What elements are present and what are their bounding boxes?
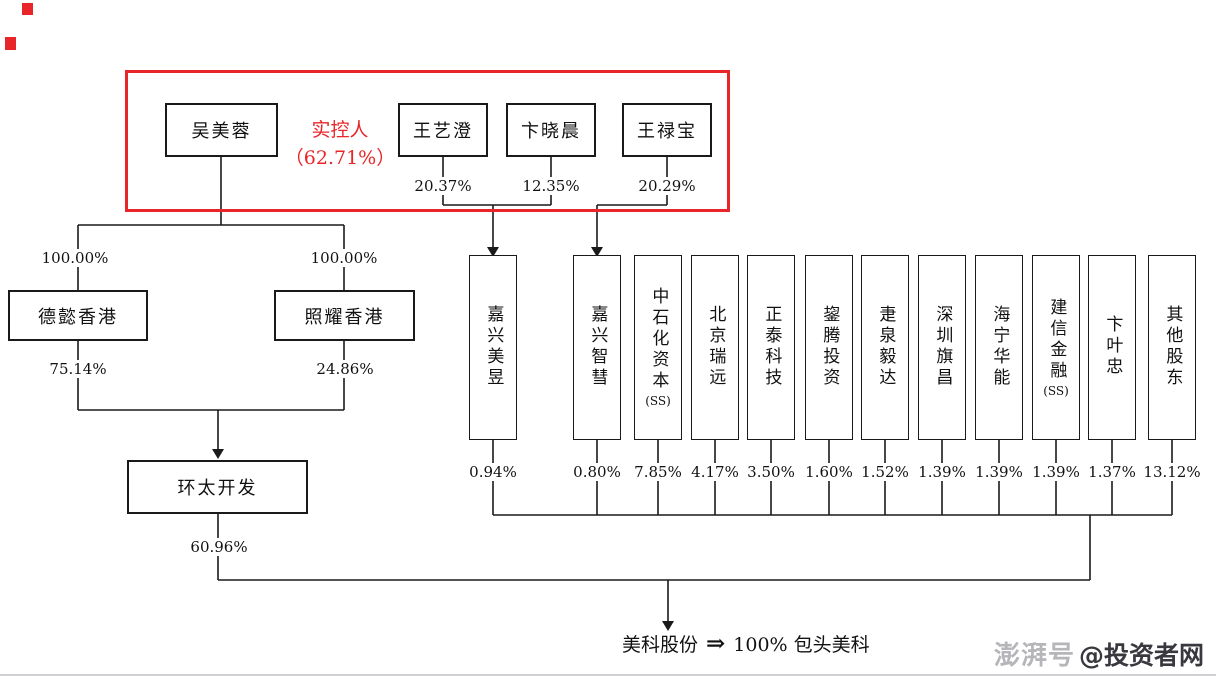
company-name: 环太开发 xyxy=(177,478,258,499)
person-box-wang-lubao: 王禄宝 xyxy=(622,103,712,157)
percent-wang-lubao: 20.29% xyxy=(634,177,700,195)
actual-controller-percent: （62.71%） xyxy=(284,146,396,169)
shareholder-column: 北京瑞远 4.17% xyxy=(689,255,741,481)
red-artifact xyxy=(5,37,16,50)
shareholder-percent: 3.50% xyxy=(745,463,797,481)
shareholder-box: 疌泉毅达 xyxy=(861,255,909,440)
person-box-wang-yicheng: 王艺澄 xyxy=(398,103,488,157)
bottom-result-label: 100% 包头美科 xyxy=(733,634,870,656)
shareholder-box: 建信金融 (SS) xyxy=(1032,255,1080,440)
shareholder-box: 嘉兴智彗 xyxy=(573,255,621,440)
percent-huantai-dev: 60.96% xyxy=(186,538,252,556)
shareholder-percent: 7.85% xyxy=(632,463,684,481)
actual-controller-label: 实控人 （62.71%） xyxy=(280,117,400,172)
shareholder-box: 嘉兴美昱 xyxy=(469,255,517,440)
page-bottom-rule xyxy=(0,674,1216,676)
percent-wu-to-zhaoyao: 100.00% xyxy=(306,249,382,267)
shareholder-suffix: (SS) xyxy=(1043,383,1069,398)
shareholder-column: 建信金融 (SS) 1.39% xyxy=(1030,255,1082,481)
company-name: 照耀香港 xyxy=(304,306,385,328)
shareholder-column: 中石化资本 (SS) 7.85% xyxy=(632,255,684,481)
bottom-result-row: 美科股份 ⇒ 100% 包头美科 xyxy=(622,630,870,657)
percent-zhaoyao-hk: 24.86% xyxy=(312,360,378,378)
shareholder-column: 鋆腾投资 1.60% xyxy=(803,255,855,481)
shareholder-percent: 0.80% xyxy=(571,463,623,481)
shareholder-column: 嘉兴智彗 0.80% xyxy=(571,255,623,481)
person-name: 吴美蓉 xyxy=(191,121,252,142)
double-arrow-icon: ⇒ xyxy=(706,630,726,657)
shareholder-name: 建信金融 xyxy=(1046,297,1067,382)
watermark: 澎湃号 @投资者网 xyxy=(994,635,1204,672)
percent-deyi-hk: 75.14% xyxy=(45,360,111,378)
shareholder-percent: 1.60% xyxy=(803,463,855,481)
shareholder-name: 卞叶忠 xyxy=(1102,315,1123,378)
shareholder-name: 北京瑞远 xyxy=(705,304,726,389)
shareholder-percent: 0.94% xyxy=(467,463,519,481)
shareholder-box: 中石化资本 (SS) xyxy=(634,255,682,440)
shareholder-name: 疌泉毅达 xyxy=(875,304,896,389)
company-box-deyi-hk: 德懿香港 xyxy=(8,290,148,341)
shareholder-percent: 1.39% xyxy=(1030,463,1082,481)
shareholder-suffix: (SS) xyxy=(645,394,671,408)
shareholder-column: 嘉兴美昱 0.94% xyxy=(467,255,519,481)
shareholder-percent: 13.12% xyxy=(1141,463,1203,481)
company-box-huantai-dev: 环太开发 xyxy=(127,460,308,514)
percent-wu-to-deyi: 100.00% xyxy=(37,249,113,267)
person-name: 王艺澄 xyxy=(413,121,473,142)
shareholder-percent: 4.17% xyxy=(689,463,741,481)
bottom-company-label: 美科股份 xyxy=(622,634,699,656)
shareholder-column: 其他股东 13.12% xyxy=(1141,255,1203,481)
shareholder-box: 北京瑞远 xyxy=(691,255,739,440)
actual-controller-title: 实控人 xyxy=(311,119,369,141)
person-box-bian-xiaochen: 卞晓晨 xyxy=(506,103,596,157)
shareholder-name: 正泰科技 xyxy=(761,304,782,389)
red-artifact xyxy=(22,3,33,15)
company-box-zhaoyao-hk: 照耀香港 xyxy=(274,290,415,341)
shareholder-box: 卞叶忠 xyxy=(1088,255,1136,440)
person-name: 王禄宝 xyxy=(637,121,697,142)
shareholder-name: 中石化资本 xyxy=(648,287,669,392)
watermark-logo: 澎湃号 xyxy=(993,641,1075,671)
controller-group-frame xyxy=(125,70,730,212)
shareholder-name: 嘉兴智彗 xyxy=(587,304,608,389)
shareholder-column: 疌泉毅达 1.52% xyxy=(859,255,911,481)
shareholder-column: 卞叶忠 1.37% xyxy=(1086,255,1138,481)
company-name: 德懿香港 xyxy=(38,306,118,328)
shareholder-column: 海宁华能 1.39% xyxy=(973,255,1025,481)
percent-wang-yicheng: 20.37% xyxy=(410,177,476,195)
shareholder-percent: 1.39% xyxy=(916,463,968,481)
shareholder-column: 深圳旗昌 1.39% xyxy=(916,255,968,481)
shareholder-name: 鋆腾投资 xyxy=(819,304,840,389)
watermark-handle: @投资者网 xyxy=(1078,641,1204,670)
person-box-wu-meirong: 吴美蓉 xyxy=(165,103,278,157)
shareholder-percent: 1.37% xyxy=(1086,463,1138,481)
shareholder-name: 嘉兴美昱 xyxy=(483,304,504,389)
percent-bian-xiaochen: 12.35% xyxy=(518,177,584,195)
shareholder-box: 正泰科技 xyxy=(747,255,795,440)
shareholder-box: 其他股东 xyxy=(1148,255,1196,440)
shareholder-box: 鋆腾投资 xyxy=(805,255,853,440)
shareholder-name: 深圳旗昌 xyxy=(932,304,953,389)
person-name: 卞晓晨 xyxy=(521,121,581,142)
shareholder-name: 其他股东 xyxy=(1162,304,1183,389)
shareholder-box: 海宁华能 xyxy=(975,255,1023,440)
shareholder-percent: 1.52% xyxy=(859,463,911,481)
shareholder-name: 海宁华能 xyxy=(989,304,1010,389)
shareholder-column: 正泰科技 3.50% xyxy=(745,255,797,481)
shareholder-percent: 1.39% xyxy=(973,463,1025,481)
shareholder-box: 深圳旗昌 xyxy=(918,255,966,440)
